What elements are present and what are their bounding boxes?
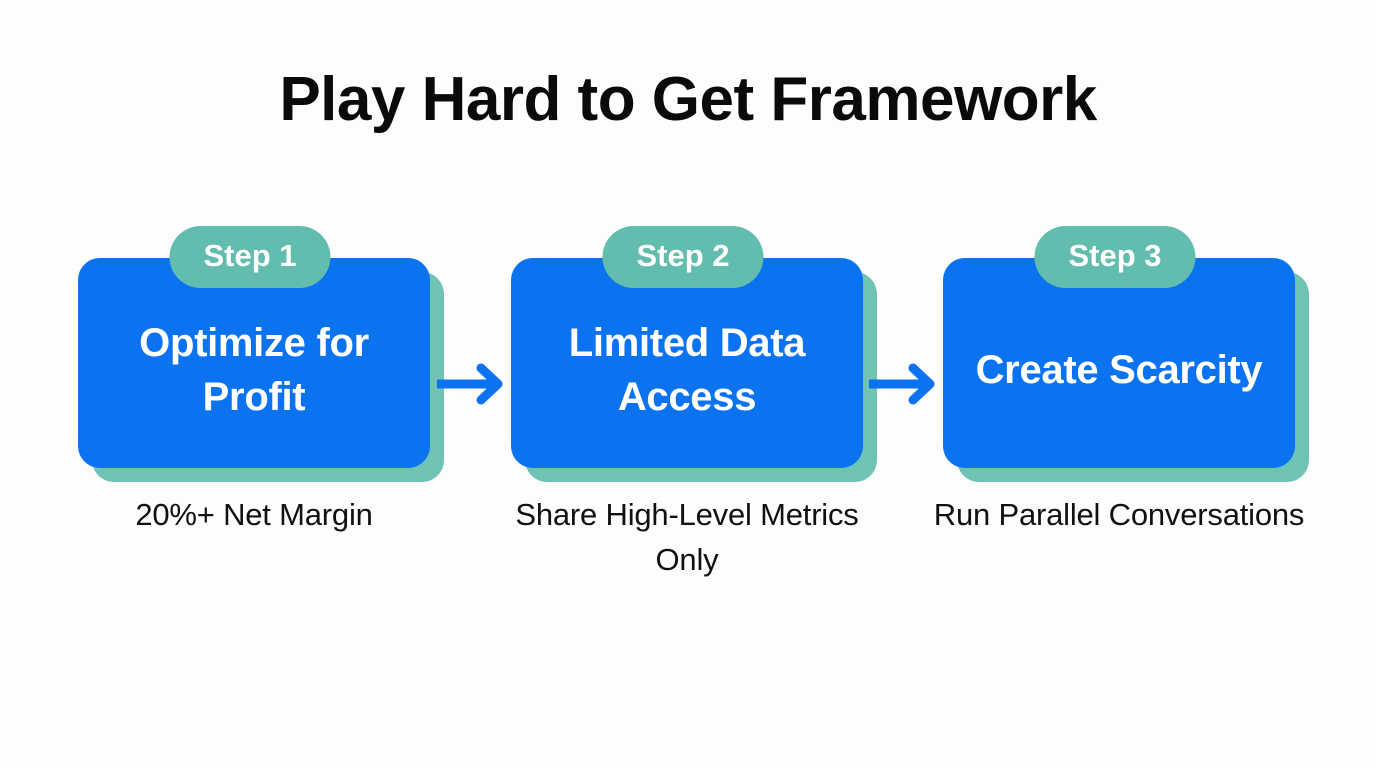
card-title: Optimize for Profit (139, 321, 369, 419)
arrow-right-icon (866, 363, 941, 405)
step-card-3[interactable]: Create Scarcity (943, 258, 1309, 482)
arrow-right-icon (434, 363, 509, 405)
step-caption-2: Share High-Level Metrics Only (515, 497, 859, 577)
step-group-3: Create Scarcity Step 3 Run Parallel Conv… (934, 226, 1309, 586)
step-group-1: Optimize for Profit Step 1 20%+ Net Marg… (78, 226, 444, 586)
step-badge-2: Step 2 (602, 226, 764, 288)
card-front-layer: Optimize for Profit (78, 258, 430, 468)
card-front-layer: Limited Data Access (511, 258, 863, 468)
step-card-1[interactable]: Optimize for Profit (78, 258, 444, 482)
step-card-2[interactable]: Limited Data Access (511, 258, 877, 482)
card-title: Limited Data Access (568, 321, 806, 419)
step-caption-1: 20%+ Net Margin (135, 497, 373, 532)
step-caption-3: Run Parallel Conversations (933, 497, 1305, 532)
step-badge-1: Step 1 (169, 226, 331, 288)
page-title: Play Hard to Get Framework (279, 65, 1097, 134)
step-group-2: Limited Data Access Step 2 Share High-Le… (511, 226, 877, 586)
step-badge-3: Step 3 (1034, 226, 1196, 288)
card-front-layer: Create Scarcity (943, 258, 1295, 468)
steps-row: Optimize for Profit Step 1 20%+ Net Marg… (0, 226, 1376, 586)
card-title: Create Scarcity (975, 348, 1263, 392)
